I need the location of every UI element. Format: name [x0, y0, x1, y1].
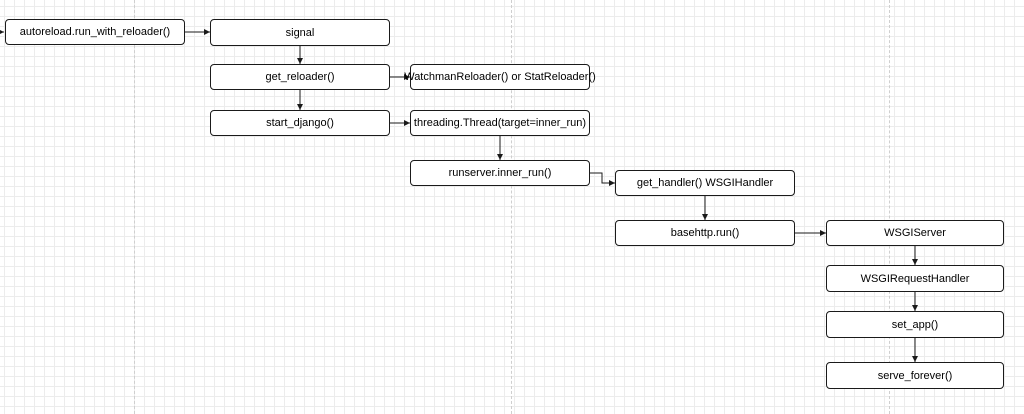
edge-inner-run-get-handler	[590, 172, 615, 186]
lane-divider	[134, 0, 135, 414]
node-threading-thread[interactable]: threading.Thread(target=inner_run)	[410, 110, 590, 136]
node-wsgiserver[interactable]: WSGIServer	[826, 220, 1004, 246]
node-signal[interactable]: signal	[210, 19, 390, 46]
node-wsgi-request-handler[interactable]: WSGIRequestHandler	[826, 265, 1004, 292]
node-runserver-inner-run[interactable]: runserver.inner_run()	[410, 160, 590, 186]
node-get-reloader[interactable]: get_reloader()	[210, 64, 390, 90]
node-autoreload-run-with-reloader[interactable]: autoreload.run_with_reloader()	[5, 19, 185, 45]
node-serve-forever[interactable]: serve_forever()	[826, 362, 1004, 389]
node-get-handler[interactable]: get_handler() WSGIHandler	[615, 170, 795, 196]
lane-divider	[889, 0, 890, 414]
node-basehttp-run[interactable]: basehttp.run()	[615, 220, 795, 246]
node-start-django[interactable]: start_django()	[210, 110, 390, 136]
node-reloader-types[interactable]: WatchmanReloader() or StatReloader()	[404, 64, 596, 90]
node-set-app[interactable]: set_app()	[826, 311, 1004, 338]
lane-divider	[511, 0, 512, 414]
